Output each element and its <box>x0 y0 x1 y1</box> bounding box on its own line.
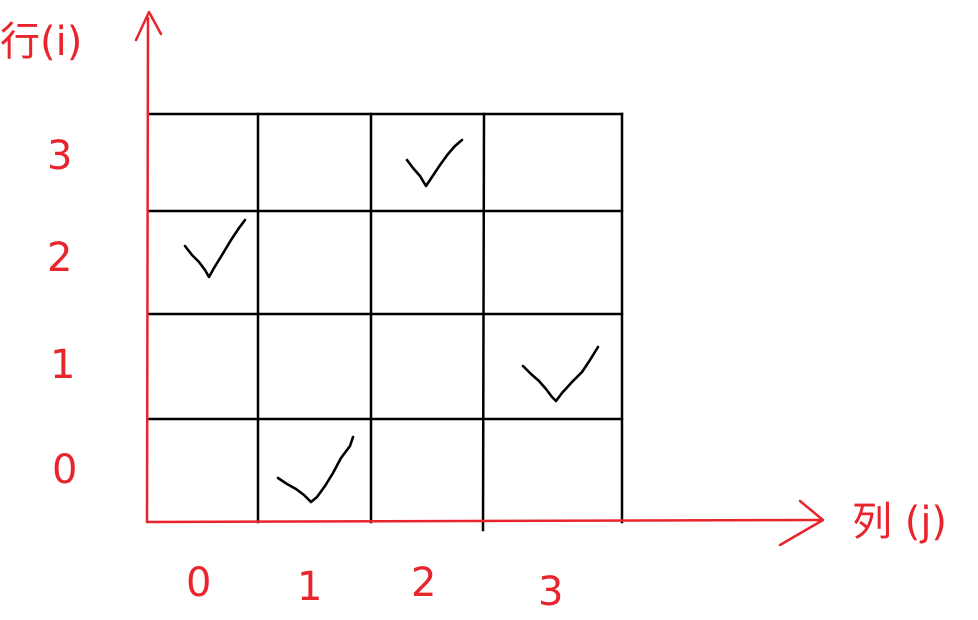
row-label-2: 2 <box>47 235 73 281</box>
row-axis-title: 行(i) <box>0 19 83 65</box>
axes <box>134 10 825 547</box>
column-axis-title: 列 (j) <box>852 499 948 545</box>
row-label-0: 0 <box>52 447 78 493</box>
check-marks <box>183 138 600 504</box>
grid-line-v3 <box>481 112 486 532</box>
col-label-2: 2 <box>411 560 437 606</box>
col-label-3: 3 <box>538 569 564 615</box>
check-mark-icon <box>521 345 600 403</box>
y-axis-arrow-icon <box>134 10 163 42</box>
col-label-0: 0 <box>186 560 212 606</box>
x-axis-arrow-icon <box>778 499 825 547</box>
row-label-3: 3 <box>47 133 73 179</box>
y-axis-line <box>145 16 150 524</box>
check-mark-icon <box>276 435 355 504</box>
grid <box>146 112 624 532</box>
check-mark-icon <box>405 138 464 188</box>
row-label-1: 1 <box>50 342 76 388</box>
x-axis-line <box>145 518 824 524</box>
check-mark-icon <box>183 218 247 279</box>
col-label-1: 1 <box>297 564 323 610</box>
